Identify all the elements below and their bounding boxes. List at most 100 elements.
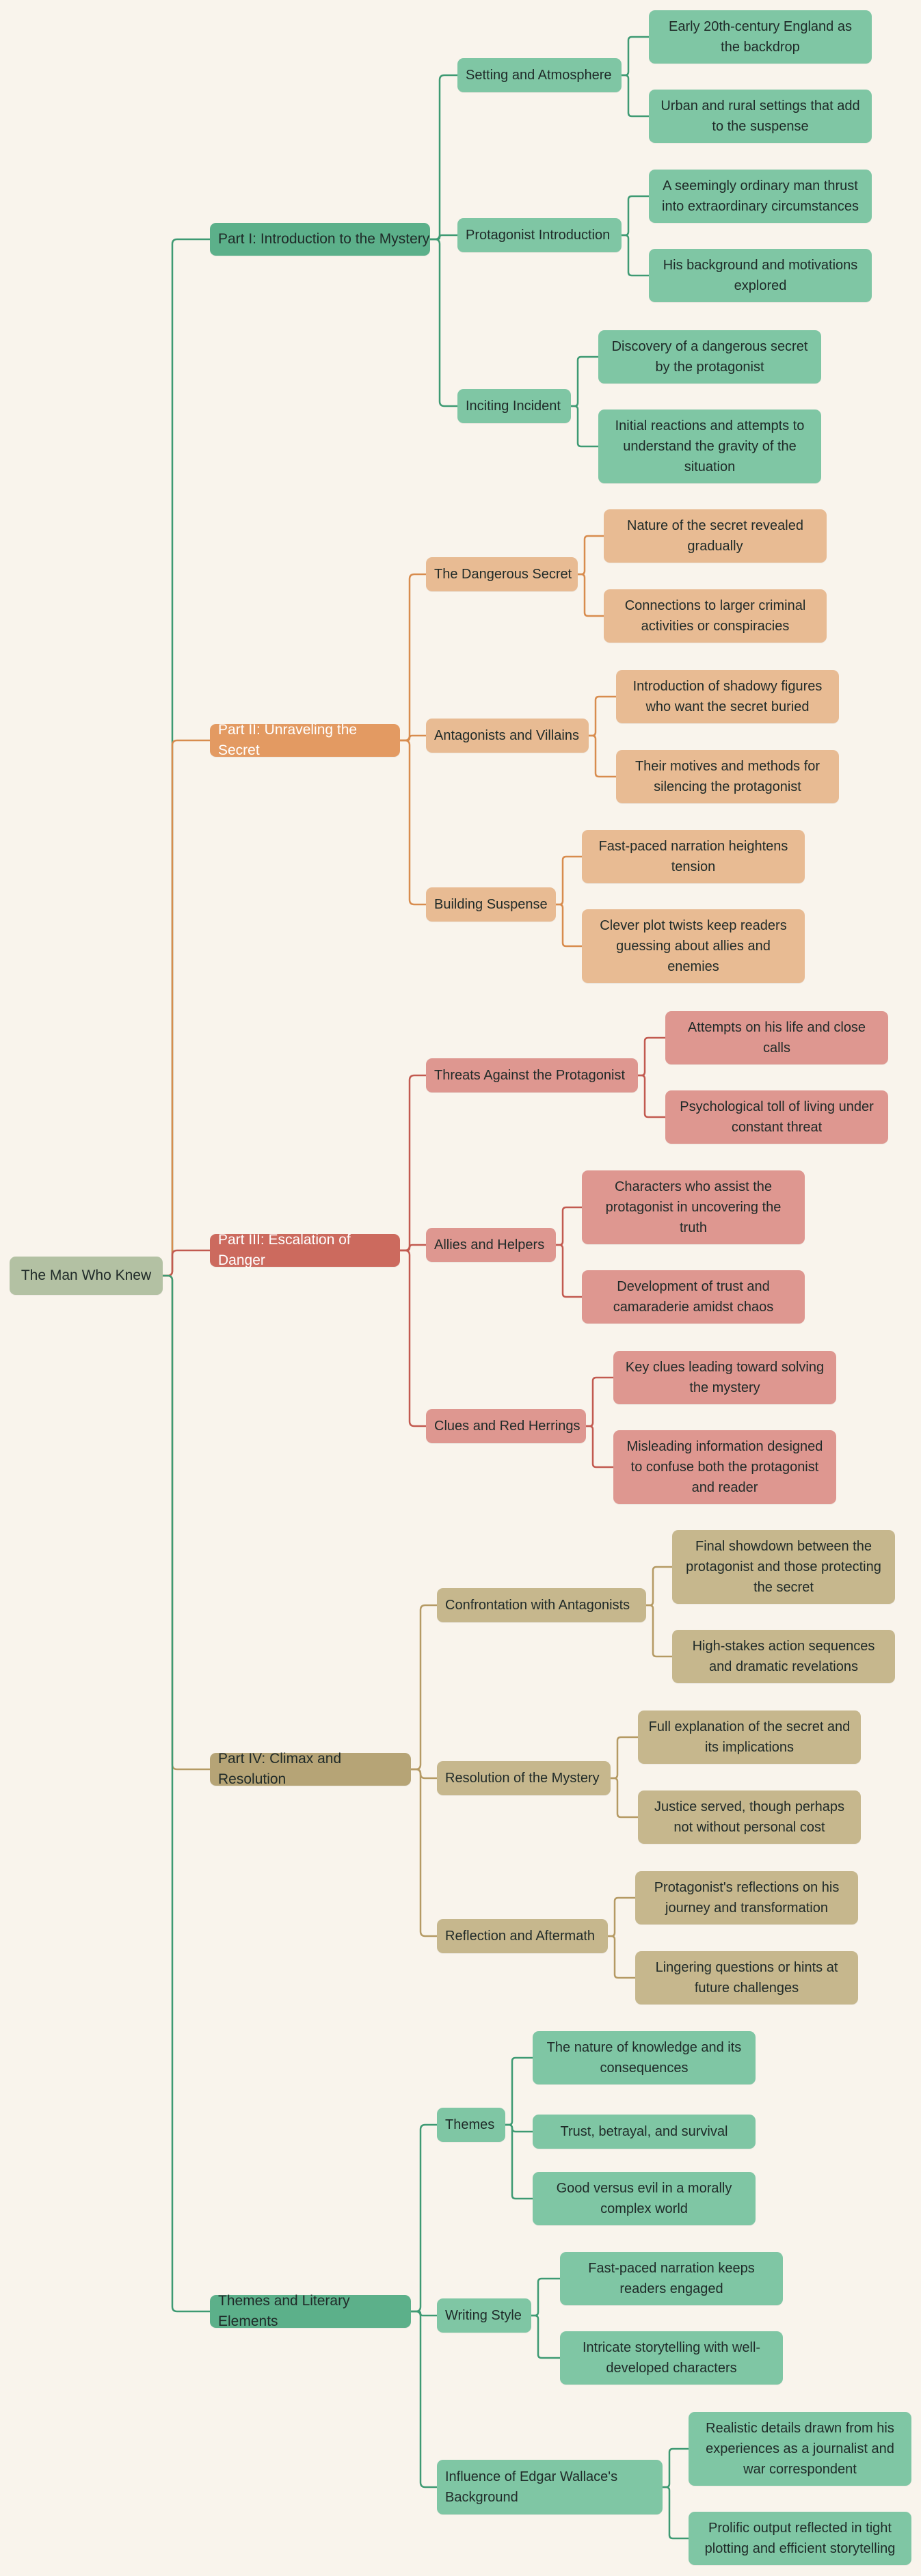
connector-line (646, 1566, 672, 1607)
connector-line (622, 74, 649, 118)
subtopic-node[interactable]: Setting and Atmosphere (457, 58, 622, 92)
subtopic-node[interactable]: Threats Against the Protagonist (426, 1058, 638, 1092)
detail-node[interactable]: Introduction of shadowy figures who want… (616, 670, 839, 723)
connector-line (531, 2277, 560, 2317)
connector-line (163, 1274, 210, 1771)
branch-node[interactable]: Themes and Literary Elements (210, 2293, 411, 2329)
subtopic-node[interactable]: Antagonists and Villains (426, 719, 589, 753)
detail-node[interactable]: Final showdown between the protagonist a… (672, 1530, 895, 1604)
subtopic-node[interactable]: Clues and Red Herrings (426, 1409, 586, 1443)
connector-line (430, 74, 457, 241)
detail-node[interactable]: A seemingly ordinary man thrust into ext… (649, 170, 872, 223)
connector-line (611, 1777, 638, 1819)
connector-line (638, 1074, 665, 1118)
subtopic-node[interactable]: Themes (437, 2108, 505, 2142)
detail-node[interactable]: Misleading information designed to confu… (613, 1430, 836, 1504)
connector-line (663, 2447, 689, 2488)
connector-line (578, 573, 604, 617)
connector-line (430, 234, 457, 241)
detail-node[interactable]: Characters who assist the protagonist in… (582, 1170, 805, 1244)
connector-line (430, 238, 457, 407)
connector-line (531, 2314, 560, 2359)
connector-line (556, 1206, 582, 1246)
subtopic-node[interactable]: Building Suspense (426, 887, 556, 922)
detail-node[interactable]: Nature of the secret revealed gradually (604, 509, 827, 563)
detail-node[interactable]: Urban and rural settings that add to the… (649, 90, 872, 143)
connector-line (163, 739, 210, 1277)
connector-line (638, 1036, 665, 1077)
branch-node[interactable]: Part II: Unraveling the Secret (210, 722, 400, 758)
detail-node[interactable]: Good versus evil in a morally complex wo… (533, 2172, 756, 2225)
detail-node[interactable]: Fast-paced narration heightens tension (582, 830, 805, 883)
connector-line (608, 1896, 635, 1937)
connector-line (163, 1274, 210, 2313)
detail-node[interactable]: High-stakes action sequences and dramati… (672, 1630, 895, 1683)
connector-line (505, 2056, 533, 2126)
connector-line (505, 2123, 533, 2133)
detail-node[interactable]: Early 20th-century England as the backdr… (649, 10, 872, 64)
detail-node[interactable]: Intricate storytelling with well-develop… (560, 2331, 783, 2385)
subtopic-node[interactable]: Protagonist Introduction (457, 218, 622, 252)
subtopic-node[interactable]: Resolution of the Mystery (437, 1761, 611, 1795)
detail-node[interactable]: Fast-paced narration keeps readers engag… (560, 2252, 783, 2305)
detail-node[interactable]: Lingering questions or hints at future c… (635, 1951, 858, 2004)
connector-line (556, 903, 582, 948)
detail-node[interactable]: Realistic details drawn from his experie… (689, 2412, 911, 2486)
subtopic-node[interactable]: Inciting Incident (457, 389, 571, 423)
subtopic-node[interactable]: Writing Style (437, 2298, 531, 2333)
detail-node[interactable]: Prolific output reflected in tight plott… (689, 2512, 911, 2565)
connector-line (663, 2486, 689, 2540)
connector-line (400, 1249, 426, 1427)
connector-line (578, 535, 604, 576)
detail-node[interactable]: Psychological toll of living under const… (665, 1090, 888, 1144)
detail-node[interactable]: Justice served, though perhaps not witho… (638, 1790, 861, 1844)
connector-line (400, 573, 426, 742)
branch-node[interactable]: Part IV: Climax and Resolution (210, 1751, 411, 1787)
detail-node[interactable]: Trust, betrayal, and survival (533, 2115, 756, 2149)
connector-line (163, 238, 210, 1277)
detail-node[interactable]: Discovery of a dangerous secret by the p… (598, 330, 821, 384)
detail-node[interactable]: Initial reactions and attempts to unders… (598, 410, 821, 483)
connector-line (556, 855, 582, 906)
connector-line (622, 195, 649, 237)
detail-node[interactable]: Development of trust and camaraderie ami… (582, 1270, 805, 1324)
connector-line (589, 734, 616, 778)
subtopic-node[interactable]: Influence of Edgar Wallace's Background (437, 2460, 663, 2514)
detail-node[interactable]: Attempts on his life and close calls (665, 1011, 888, 1064)
detail-node[interactable]: His background and motivations explored (649, 249, 872, 302)
detail-node[interactable]: The nature of knowledge and its conseque… (533, 2031, 756, 2084)
subtopic-node[interactable]: Allies and Helpers (426, 1228, 556, 1262)
connector-line (411, 1768, 437, 1780)
subtopic-node[interactable]: Confrontation with Antagonists (437, 1588, 646, 1622)
connector-line (586, 1376, 613, 1427)
connector-line (622, 234, 649, 277)
detail-node[interactable]: Protagonist's reflections on his journey… (635, 1871, 858, 1924)
connector-line (411, 2310, 437, 2488)
connector-line (400, 739, 426, 906)
connector-line (411, 2123, 437, 2313)
connector-line (505, 2123, 533, 2200)
connector-line (571, 405, 598, 448)
connector-line (571, 355, 598, 407)
branch-node[interactable]: Part I: Introduction to the Mystery (210, 223, 430, 256)
detail-node[interactable]: Connections to larger criminal activitie… (604, 589, 827, 643)
connector-line (586, 1425, 613, 1468)
root-node[interactable]: The Man Who Knew (10, 1257, 163, 1295)
detail-node[interactable]: Clever plot twists keep readers guessing… (582, 909, 805, 983)
connector-line (556, 1244, 582, 1298)
subtopic-node[interactable]: Reflection and Aftermath (437, 1919, 608, 1953)
connector-line (163, 1249, 210, 1277)
connector-line (646, 1604, 672, 1658)
connector-line (622, 36, 649, 77)
connector-line (589, 695, 616, 737)
detail-node[interactable]: Key clues leading toward solving the mys… (613, 1351, 836, 1404)
connector-line (611, 1736, 638, 1780)
connector-line (400, 1074, 426, 1252)
detail-node[interactable]: Full explanation of the secret and its i… (638, 1710, 861, 1764)
connector-line (411, 1604, 437, 1771)
branch-node[interactable]: Part III: Escalation of Danger (210, 1232, 400, 1268)
detail-node[interactable]: Their motives and methods for silencing … (616, 750, 839, 803)
subtopic-node[interactable]: The Dangerous Secret (426, 557, 578, 591)
